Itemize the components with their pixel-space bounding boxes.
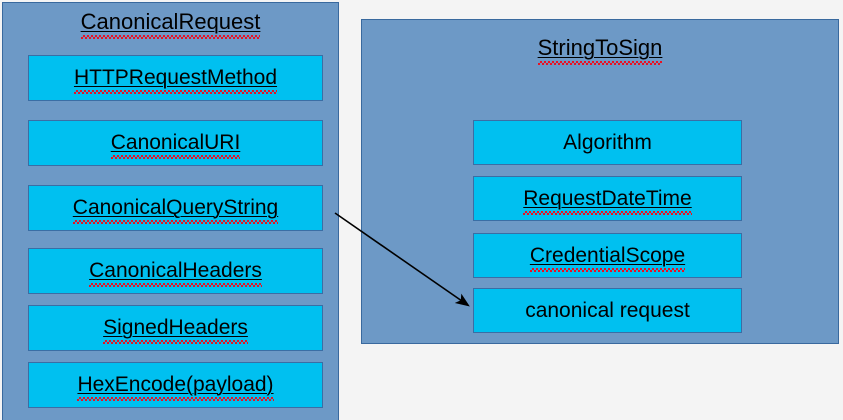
panel-canonical-request[interactable]: CanonicalRequest HTTPRequestMethod Canon…: [2, 2, 339, 420]
box-label: canonical request: [525, 298, 690, 322]
box-label: RequestDateTime: [523, 186, 693, 215]
panel-string-to-sign[interactable]: StringToSign Algorithm RequestDateTime C…: [361, 19, 839, 344]
panel-title-string-to-sign: StringToSign: [362, 35, 838, 65]
box-label: CanonicalHeaders: [89, 259, 262, 287]
panel-title-text: CanonicalRequest: [80, 9, 261, 39]
box-label: HexEncode(payload): [77, 373, 274, 401]
box-canonical-headers[interactable]: CanonicalHeaders: [28, 248, 323, 294]
box-canonical-query-string[interactable]: CanonicalQueryString: [28, 185, 323, 231]
box-canonical-request-ref[interactable]: canonical request: [473, 288, 742, 333]
box-label: Algorithm: [563, 130, 652, 154]
box-http-request-method[interactable]: HTTPRequestMethod: [28, 55, 323, 101]
box-signed-headers[interactable]: SignedHeaders: [28, 305, 323, 351]
box-request-date-time[interactable]: RequestDateTime: [473, 176, 742, 221]
box-hex-encode-payload[interactable]: HexEncode(payload): [28, 362, 323, 408]
box-canonical-uri[interactable]: CanonicalURI: [28, 120, 323, 166]
box-label: CredentialScope: [529, 243, 686, 272]
box-label: CanonicalQueryString: [72, 196, 279, 224]
box-credential-scope[interactable]: CredentialScope: [473, 233, 742, 278]
box-algorithm[interactable]: Algorithm: [473, 120, 742, 165]
box-label: HTTPRequestMethod: [73, 66, 278, 94]
panel-title-text: StringToSign: [537, 35, 663, 65]
box-label: SignedHeaders: [103, 316, 248, 344]
panel-title-canonical-request: CanonicalRequest: [3, 9, 338, 39]
box-label: CanonicalURI: [110, 131, 241, 159]
